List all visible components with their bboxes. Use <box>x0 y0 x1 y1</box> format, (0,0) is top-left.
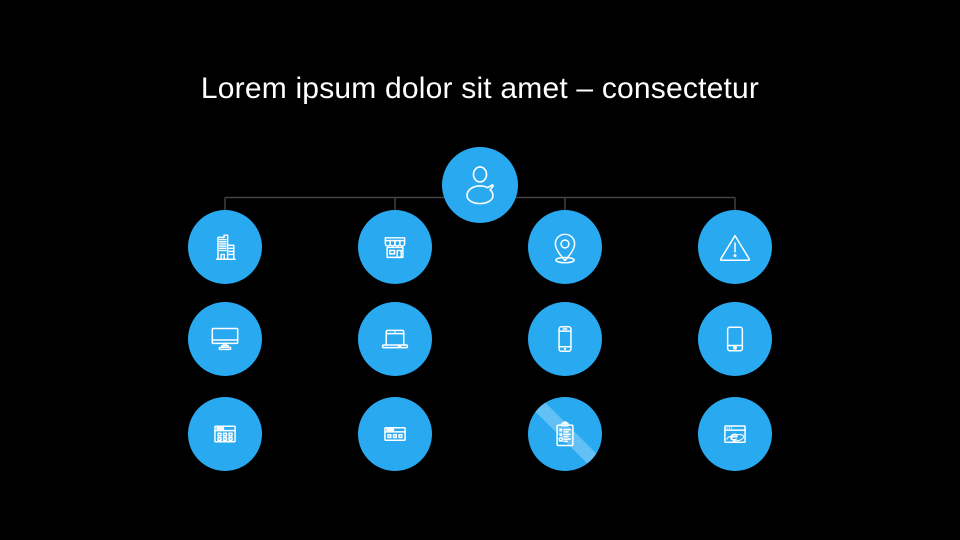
org-node-smartphone <box>528 302 602 376</box>
org-node-laptop <box>358 302 432 376</box>
office-building-icon <box>215 234 236 260</box>
org-node-clipboard <box>528 397 602 471</box>
org-node-browser <box>358 397 432 471</box>
calendar-icon <box>214 425 236 443</box>
smartphone-icon <box>558 326 572 352</box>
person-icon <box>466 166 494 205</box>
clipboard-checklist-icon <box>556 421 574 447</box>
internet-explorer-icon: e <box>724 425 746 444</box>
warning-triangle-icon <box>719 234 751 262</box>
org-node-tablet <box>698 302 772 376</box>
org-node-location <box>528 210 602 284</box>
storefront-icon <box>384 237 406 259</box>
svg-text:e: e <box>730 430 738 444</box>
org-node-calendar <box>188 397 262 471</box>
laptop-icon <box>381 329 409 349</box>
browser-window-icon <box>384 426 406 442</box>
org-node-person <box>442 147 518 223</box>
org-node-warning <box>698 210 772 284</box>
org-node-store <box>358 210 432 284</box>
desktop-monitor-icon <box>211 327 239 351</box>
org-node-desktop <box>188 302 262 376</box>
tablet-icon <box>726 326 744 352</box>
slide-title: Lorem ipsum dolor sit amet – consectetur <box>200 72 760 105</box>
org-node-building <box>188 210 262 284</box>
org-node-internet: e <box>698 397 772 471</box>
location-pin-icon <box>554 233 576 264</box>
